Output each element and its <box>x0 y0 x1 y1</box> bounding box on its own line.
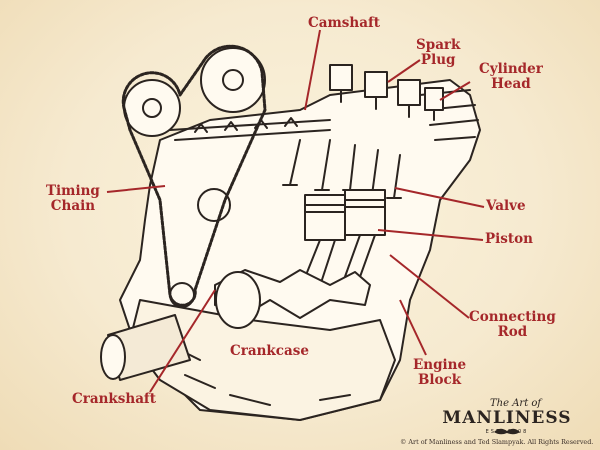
spark-plug-coils <box>329 64 444 111</box>
leader-valve <box>394 187 485 208</box>
label-piston: Piston <box>485 231 533 247</box>
leader-camshaft <box>304 29 321 111</box>
logo-est-text: EST. 2008 <box>485 429 529 435</box>
cam-gear-left <box>123 79 181 137</box>
leader-connecting-rod <box>389 254 470 319</box>
spark-plug-tips <box>340 89 435 121</box>
crank-counterweight <box>215 271 261 329</box>
cam-gear-right-hub <box>222 69 244 91</box>
leader-engine-block <box>399 299 427 356</box>
cam-gear-left-hub <box>142 98 162 118</box>
pistons <box>304 189 386 241</box>
logo-brand-text: MANLINESS <box>442 408 572 428</box>
label-crankcase: Crankcase <box>230 343 309 359</box>
cylinder-head-fins <box>419 89 479 141</box>
connecting-rods <box>299 234 376 293</box>
logo-script-text: The Art of <box>490 398 542 409</box>
cam-gear-right <box>200 47 266 113</box>
copyright-notice: © Art of Manliness and Ted Slampyak. All… <box>400 438 594 446</box>
pulley-face <box>100 334 126 380</box>
leader-crankshaft <box>149 289 216 393</box>
label-crankshaft: Crankshaft <box>72 391 156 407</box>
piston-rings <box>304 199 386 213</box>
leader-cylinder-head <box>439 81 471 101</box>
label-cylinder-head: Cylinder Head <box>479 61 543 92</box>
label-timing-chain: Timing Chain <box>46 183 100 214</box>
leader-piston <box>377 229 484 241</box>
label-camshaft: Camshaft <box>308 15 380 31</box>
label-valve: Valve <box>486 198 526 214</box>
label-engine-block: Engine Block <box>413 357 467 388</box>
mustache-icon <box>494 428 520 435</box>
label-connecting-rod: Connecting Rod <box>469 309 556 340</box>
leader-spark-plug <box>387 59 421 83</box>
cam-lobes <box>194 117 298 133</box>
valve-stems <box>289 139 401 199</box>
timing-chain <box>121 44 267 307</box>
label-spark-plug: Spark Plug <box>416 37 461 68</box>
art-of-manliness-logo: The Art of MANLINESS EST. 2008 <box>428 398 586 440</box>
chain-tensioner <box>197 188 231 222</box>
leader-timing-chain <box>106 185 166 193</box>
